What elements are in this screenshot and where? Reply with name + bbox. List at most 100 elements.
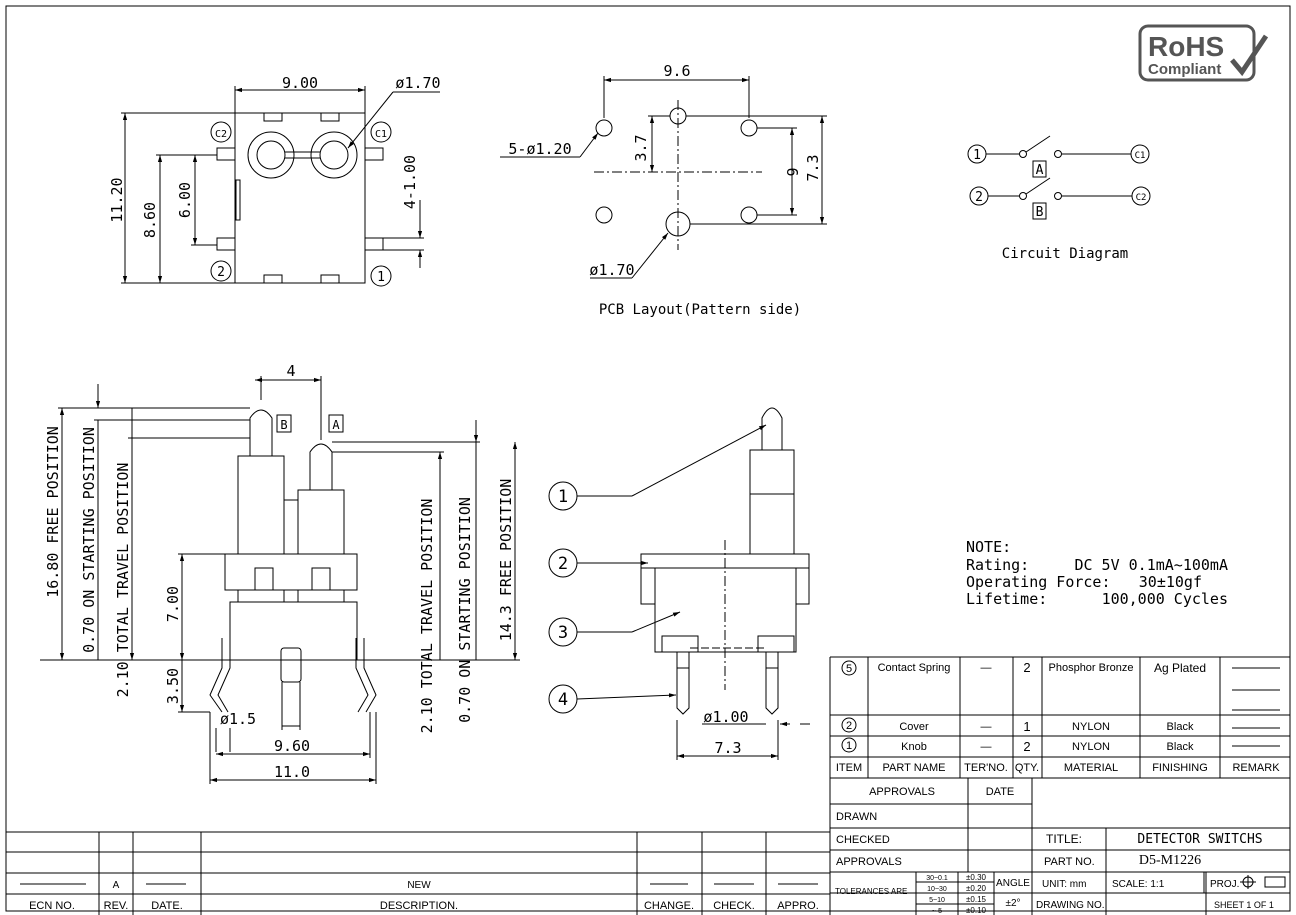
side-dim-width: 7.3 bbox=[714, 739, 741, 757]
bom-row2-qty: 1 bbox=[1023, 719, 1030, 734]
pcb-dim-six: 6 bbox=[783, 167, 801, 176]
bom-row2-item: 2 bbox=[846, 720, 852, 732]
front-v-free: 16.80 FREE POSITION bbox=[44, 426, 62, 598]
top-label-c1: C1 bbox=[375, 129, 387, 140]
bom-row3-qty: 2 bbox=[1023, 739, 1030, 754]
front-v-total-right: 2.10 TOTAL TRAVEL POSITION bbox=[418, 499, 436, 734]
bom-header-finishing: FINISHING bbox=[1152, 762, 1208, 774]
pcb-layout bbox=[500, 76, 827, 279]
switch-a-label: A bbox=[1036, 163, 1044, 178]
front-dim-overall: 11.0 bbox=[274, 763, 310, 781]
top-dim-hole: ø1.70 bbox=[395, 74, 440, 92]
rev-header-date: DATE. bbox=[151, 900, 183, 912]
top-dim-width: 9.00 bbox=[282, 74, 318, 92]
rev-header-description: DESCRIPTION. bbox=[380, 900, 458, 912]
sheet-border bbox=[5, 5, 1291, 912]
bom-row1-finishing: Ag Plated bbox=[1154, 661, 1206, 675]
note-rating-value: DC 5V 0.1mA~100mA bbox=[1074, 556, 1228, 574]
tb-proj: PROJ. bbox=[1210, 879, 1239, 890]
tb-checked: CHECKED bbox=[836, 834, 890, 846]
top-dim-height: 11.20 bbox=[108, 177, 126, 222]
note-force-label: Operating Force: bbox=[966, 573, 1111, 591]
tb-sheet: SHEET 1 OF 1 bbox=[1214, 900, 1274, 910]
front-tag-a: A bbox=[332, 418, 340, 432]
circuit-node-2: 2 bbox=[975, 190, 983, 205]
tb-scale: SCALE: 1:1 bbox=[1112, 879, 1165, 890]
front-dim-pin-dia: ø1.5 bbox=[220, 710, 256, 728]
callout-2: 2 bbox=[558, 554, 568, 574]
rev-description-value: NEW bbox=[407, 880, 431, 891]
bom-row3-ter: — bbox=[981, 741, 992, 753]
pcb-dim-offset: 3.7 bbox=[632, 134, 650, 161]
rev-value: A bbox=[113, 880, 120, 891]
front-v-start-right: 0.70 ON STARTING POSITION bbox=[456, 497, 474, 723]
circuit-diagram bbox=[967, 135, 1151, 220]
rohs-logo: RoHS Compliant bbox=[1138, 24, 1269, 82]
bom-header-qty: QTY. bbox=[1015, 762, 1039, 774]
top-dim-pin: 4-1.00 bbox=[401, 155, 419, 209]
rev-header-ecn: ECN NO. bbox=[29, 900, 75, 912]
pcb-dim-height: 7.3 bbox=[804, 154, 822, 181]
bom-table bbox=[829, 656, 1290, 779]
rev-header-rev: REV. bbox=[104, 900, 129, 912]
pcb-dim-small-holes: 5-ø1.20 bbox=[508, 140, 571, 158]
checkmark-icon bbox=[1230, 34, 1269, 77]
top-label-2: 2 bbox=[217, 265, 225, 280]
tb-tol-value-4: ±0.10 bbox=[966, 906, 987, 915]
bom-header-material: MATERIAL bbox=[1064, 762, 1118, 774]
bom-header-item: ITEM bbox=[836, 762, 862, 774]
tb-tol-range-4: ~ 5 bbox=[932, 908, 942, 915]
bom-row2-ter: — bbox=[981, 721, 992, 733]
callout-4: 4 bbox=[558, 690, 568, 710]
title-block bbox=[829, 778, 1290, 915]
tb-drawing-no: DRAWING NO. bbox=[1036, 900, 1105, 911]
front-tag-b: B bbox=[280, 418, 287, 432]
tb-tol-range-3: 5~10 bbox=[929, 897, 945, 904]
side-dim-pin: ø1.00 bbox=[703, 708, 748, 726]
note-force-value: 30±10gf bbox=[1139, 573, 1202, 591]
rev-header-check: CHECK. bbox=[713, 900, 755, 912]
circuit-node-c2: C2 bbox=[1136, 193, 1147, 203]
tb-part-label: PART NO. bbox=[1044, 856, 1095, 868]
tb-angle-value: ±2° bbox=[1005, 898, 1020, 909]
tb-part-value: D5-M1226 bbox=[1139, 853, 1201, 868]
bom-row1-ter: — bbox=[981, 662, 992, 674]
tb-angle: ANGLE bbox=[996, 878, 1030, 889]
bom-row3-material: NYLON bbox=[1072, 741, 1110, 753]
bom-row1-qty: 2 bbox=[1023, 660, 1030, 675]
rohs-title: RoHS bbox=[1148, 31, 1224, 62]
switch-b-label: B bbox=[1036, 205, 1044, 220]
bom-row3-part: Knob bbox=[901, 741, 927, 753]
circuit-node-c1: C1 bbox=[1135, 151, 1146, 161]
bom-header-remark: REMARK bbox=[1232, 762, 1280, 774]
tb-date: DATE bbox=[986, 786, 1015, 798]
pcb-dim-width: 9.6 bbox=[663, 62, 690, 80]
tb-title-label: TITLE: bbox=[1046, 832, 1082, 846]
callout-3: 3 bbox=[558, 623, 568, 643]
top-dim-inner: 6.00 bbox=[176, 182, 194, 218]
top-label-c2: C2 bbox=[215, 129, 227, 140]
rev-header-change: CHANGE. bbox=[644, 900, 694, 912]
tb-approvals: APPROVALS bbox=[869, 786, 935, 798]
top-view bbox=[121, 86, 440, 287]
bom-row1-part: Contact Spring bbox=[878, 662, 951, 674]
revision-block bbox=[6, 831, 830, 915]
callout-1: 1 bbox=[558, 487, 568, 507]
tb-title-value: DETECTOR SWITCHS bbox=[1137, 832, 1262, 847]
bom-header-part: PART NAME bbox=[883, 762, 946, 774]
front-v-pin: 3.50 bbox=[164, 668, 182, 704]
tb-tol-range-2: 10~30 bbox=[927, 886, 947, 893]
circuit-node-1: 1 bbox=[973, 148, 981, 163]
bom-row3-finishing: Black bbox=[1167, 741, 1194, 753]
bom-row2-part: Cover bbox=[899, 721, 929, 733]
bom-row2-material: NYLON bbox=[1072, 721, 1110, 733]
pcb-dim-big-hole: ø1.70 bbox=[589, 261, 634, 279]
front-v-total: 2.10 TOTAL TRAVEL POSITION bbox=[114, 463, 132, 698]
pcb-caption: PCB Layout(Pattern side) bbox=[599, 302, 801, 318]
front-v-start: 0.70 ON STARTING POSITION bbox=[80, 427, 98, 653]
note-rating-label: Rating: bbox=[966, 556, 1029, 574]
tb-unit: UNIT: mm bbox=[1042, 879, 1086, 890]
tb-tol-value-3: ±0.15 bbox=[966, 895, 987, 904]
front-dim-pin-span: 9.60 bbox=[274, 737, 310, 755]
